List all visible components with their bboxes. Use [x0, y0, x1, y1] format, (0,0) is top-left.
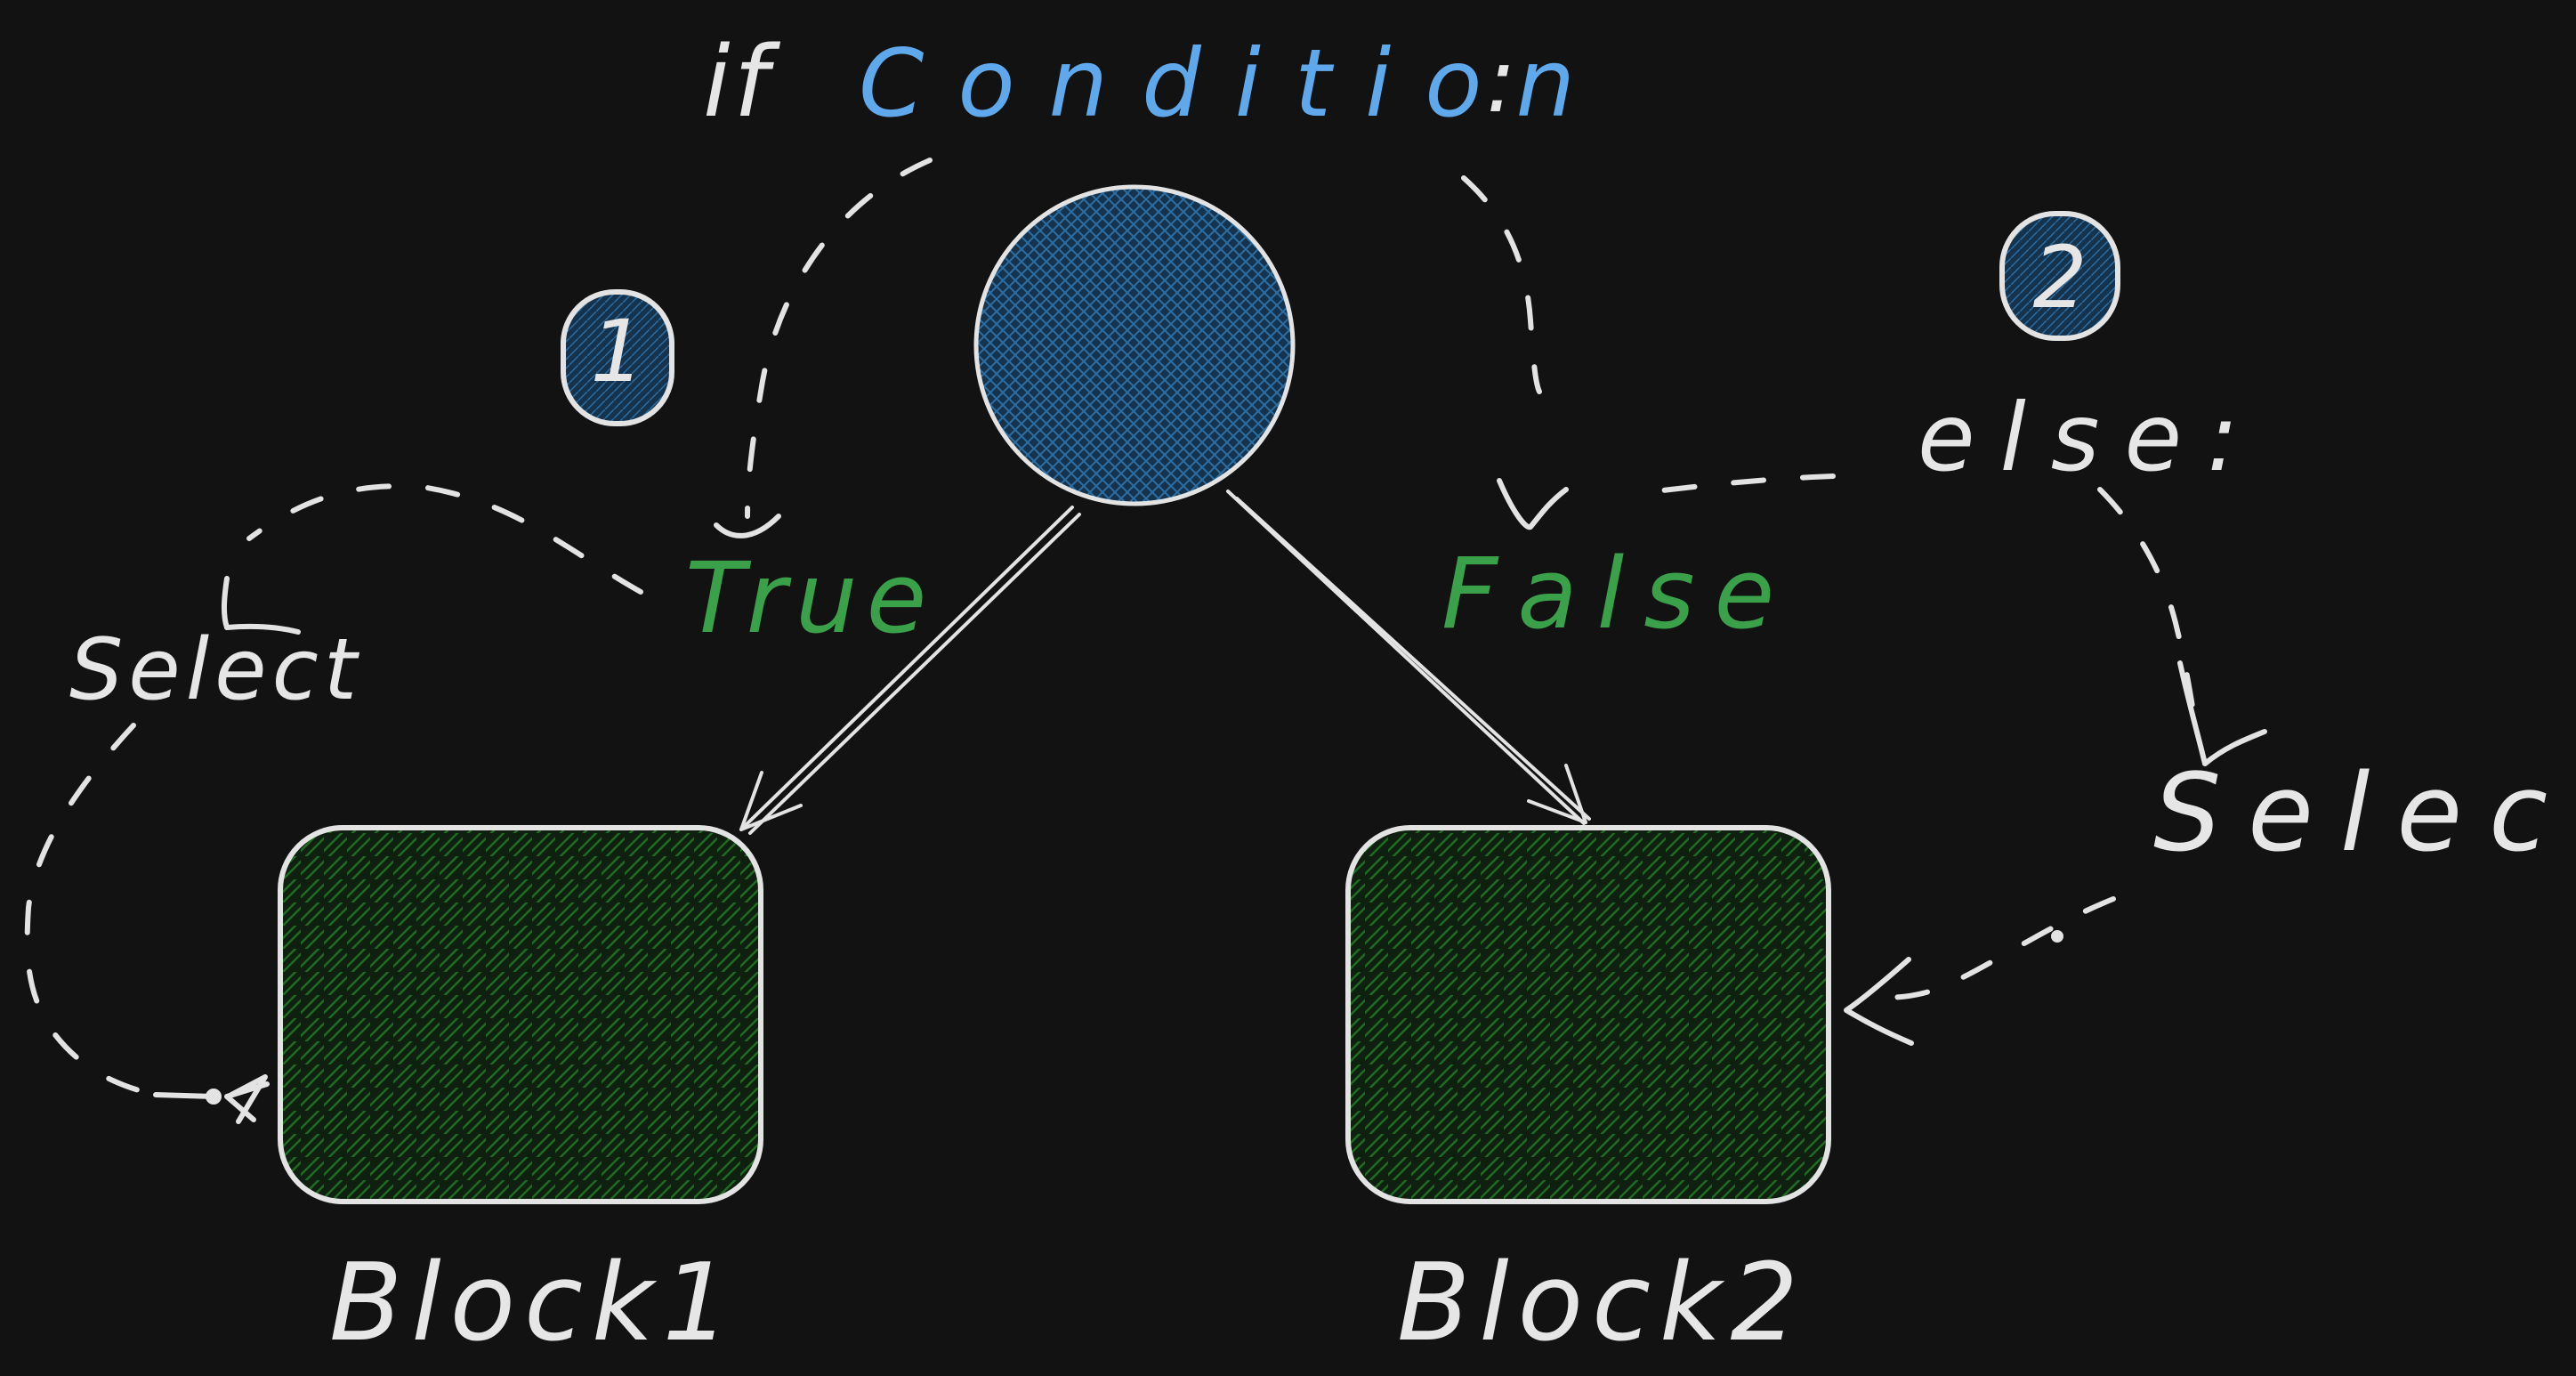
- dashed-arrow-true-to-select: [222, 483, 643, 635]
- dashed-arrow-else-to-select: [2097, 487, 2267, 766]
- false-branch-arrow: [1226, 490, 1591, 825]
- if-keyword: if: [703, 25, 781, 139]
- dashed-arrow-select-to-block1: [24, 723, 270, 1124]
- dashed-arrow-else-to-false: [1652, 474, 1836, 494]
- dashed-arrow-to-true: [714, 158, 933, 538]
- condition-label: Condition: [859, 29, 1609, 138]
- true-branch-arrow: [739, 506, 1081, 835]
- badge-step-1: 1: [561, 289, 674, 426]
- badge-step-2: 2: [1999, 211, 2120, 341]
- false-label: False: [1441, 537, 1794, 651]
- else-label: else:: [1918, 384, 2263, 492]
- condition-node: [973, 184, 1296, 506]
- badge-1-text: 1: [590, 302, 644, 401]
- select-left-label: Select: [69, 621, 362, 719]
- block1-label: Block1: [329, 1242, 739, 1365]
- dashed-arrow-select-to-block2: [1844, 896, 2116, 1046]
- badge-2-text: 2: [2032, 228, 2087, 328]
- condition-colon: :: [1486, 28, 1516, 133]
- block2-node: [1345, 825, 1831, 1204]
- select-right-label: Select: [2153, 752, 2576, 876]
- true-label: True: [685, 541, 935, 655]
- block2-label: Block2: [1397, 1242, 1807, 1365]
- dashed-arrow-to-false: [1461, 175, 1569, 530]
- block1-node: [278, 825, 763, 1204]
